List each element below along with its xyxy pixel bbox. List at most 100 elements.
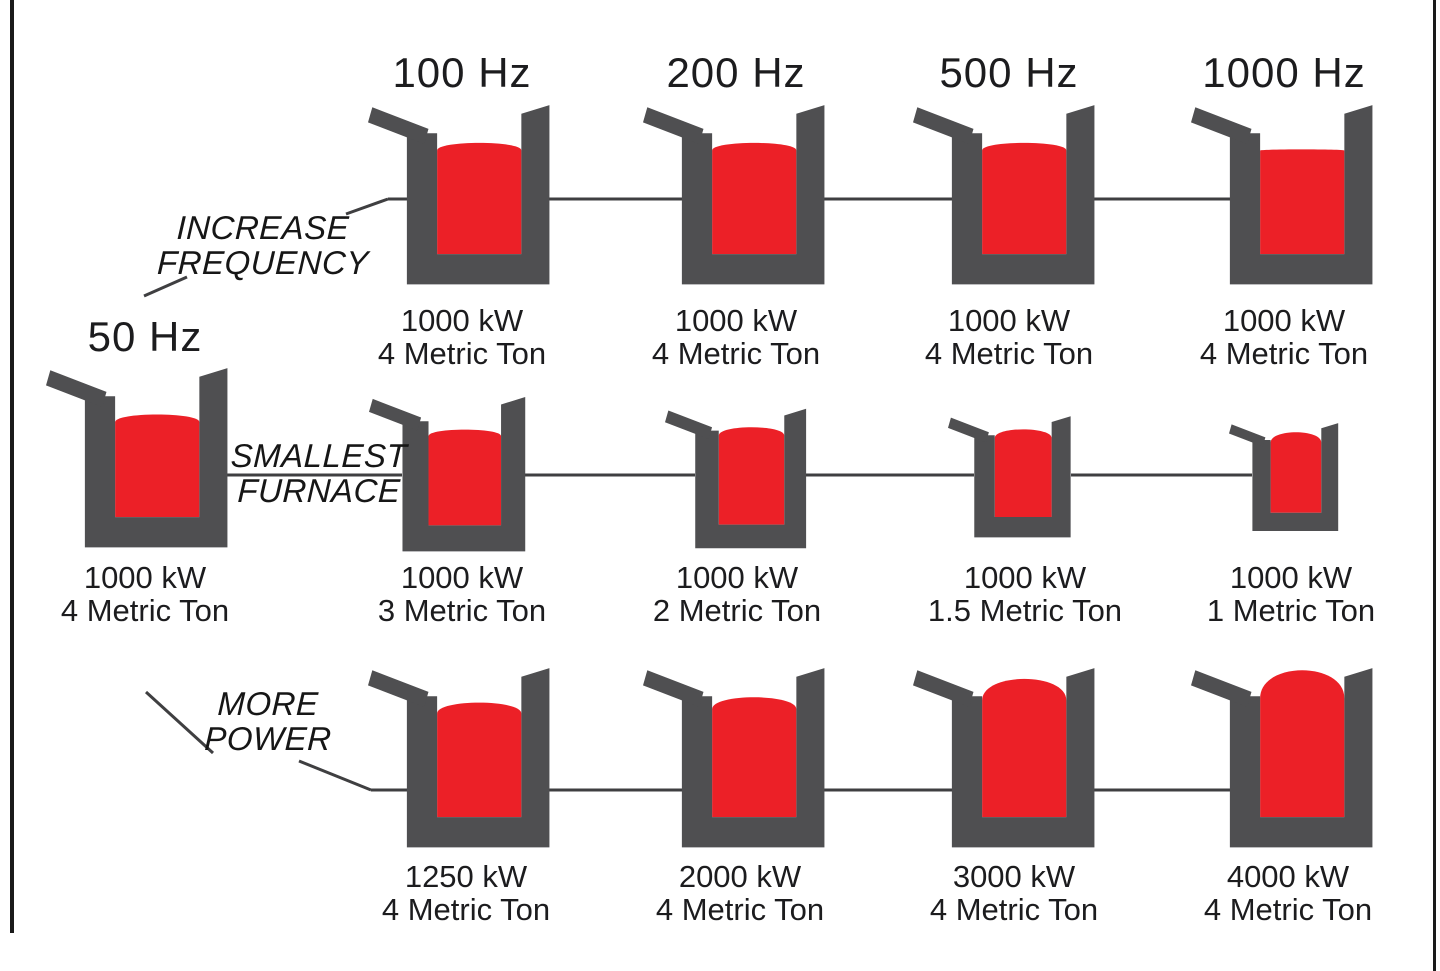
molten-metal-4000kw — [1260, 670, 1345, 818]
power-value-200hz: 1000 kW — [674, 303, 798, 338]
power-value-50hz: 1000 kW — [83, 560, 207, 595]
pour-spout-200hz — [643, 107, 704, 144]
crucible-body-1250kw — [406, 668, 550, 848]
power-value-3mt: 1000 kW — [400, 560, 524, 595]
crucible-body-2mt — [695, 408, 807, 549]
pour-spout-500hz — [913, 107, 974, 144]
molten-metal-1000hz — [1260, 149, 1345, 255]
power-value-100hz: 1000 kW — [400, 303, 524, 338]
annotation-more-power-line2: POWER — [203, 720, 333, 757]
crucible-body-100hz — [406, 105, 550, 285]
annotation-smallest-furnace-line2: FURNACE — [236, 472, 402, 509]
frame-left-border — [10, 0, 14, 933]
furnace-1000hz — [1191, 90, 1377, 287]
furnace-1mt — [1229, 414, 1341, 532]
molten-metal-500hz — [982, 142, 1067, 255]
pour-spout-2mt — [665, 410, 713, 439]
frequency-label-200hz: 200 Hz — [666, 49, 806, 96]
crucible-body-2000kw — [681, 668, 825, 848]
annotation-more-power-line1: MORE — [216, 685, 320, 722]
power-value-1000hz: 1000 kW — [1222, 303, 1346, 338]
molten-metal-1250kw — [437, 702, 522, 818]
frequency-label-100hz: 100 Hz — [392, 49, 532, 96]
molten-metal-3000kw — [982, 678, 1067, 818]
tonnage-value-100hz: 4 Metric Ton — [377, 336, 547, 371]
annotation-more-power: MORE POWER — [168, 685, 368, 757]
molten-metal-3mt — [428, 429, 502, 526]
tonnage-value-500hz: 4 Metric Ton — [924, 336, 1094, 371]
crucible-body-1000hz — [1229, 105, 1373, 285]
molten-metal-2000kw — [712, 697, 797, 818]
crucible-body-500hz — [951, 105, 1095, 285]
pour-spout-4000kw — [1191, 670, 1252, 707]
molten-metal-1-5mt — [994, 429, 1052, 517]
crucible-body-1mt — [1252, 423, 1339, 531]
connector-callouts-3 — [298, 759, 372, 792]
frequency-label-50hz: 50 Hz — [87, 313, 203, 360]
pour-spout-1250kw — [368, 670, 429, 707]
tonnage-value-4000kw: 4 Metric Ton — [1203, 892, 1373, 927]
furnace-1250kw — [368, 653, 554, 850]
frequency-label-1000hz: 1000 Hz — [1202, 49, 1366, 96]
pour-spout-3mt — [369, 398, 422, 431]
pour-spout-50hz — [46, 370, 107, 407]
tonnage-value-3mt: 3 Metric Ton — [377, 593, 547, 628]
furnace-500hz — [913, 90, 1099, 287]
furnace-100hz — [368, 90, 554, 287]
pour-spout-1mt — [1229, 424, 1266, 447]
connector-callouts-0 — [345, 197, 389, 216]
tonnage-value-3000kw: 4 Metric Ton — [929, 892, 1099, 927]
annotation-increase-frequency-line2: FREQUENCY — [156, 244, 370, 281]
molten-metal-2mt — [718, 427, 785, 525]
tonnage-value-1000hz: 4 Metric Ton — [1199, 336, 1369, 371]
annotation-smallest-furnace: SMALLEST FURNACE — [199, 437, 439, 509]
connector-callouts-1 — [143, 275, 188, 298]
tonnage-value-1mt: 1 Metric Ton — [1206, 593, 1376, 628]
furnace-50hz — [46, 353, 232, 550]
tonnage-value-1250kw: 4 Metric Ton — [381, 892, 551, 927]
furnace-3000kw — [913, 653, 1099, 850]
power-value-3000kw: 3000 kW — [952, 859, 1076, 894]
crucible-body-200hz — [681, 105, 825, 285]
pour-spout-100hz — [368, 107, 429, 144]
power-value-1mt: 1000 kW — [1229, 560, 1353, 595]
tonnage-value-2mt: 2 Metric Ton — [652, 593, 822, 628]
connector-callouts-2 — [144, 690, 215, 755]
annotation-increase-frequency: INCREASE FREQUENCY — [132, 209, 394, 281]
furnace-200hz — [643, 90, 829, 287]
annotation-smallest-furnace-line1: SMALLEST — [230, 437, 408, 474]
power-value-4000kw: 4000 kW — [1226, 859, 1350, 894]
power-value-1-5mt: 1000 kW — [963, 560, 1087, 595]
crucible-body-3mt — [402, 397, 526, 552]
pour-spout-1000hz — [1191, 107, 1252, 144]
furnace-4000kw — [1191, 653, 1377, 850]
tonnage-value-200hz: 4 Metric Ton — [651, 336, 821, 371]
crucible-body-1-5mt — [974, 416, 1071, 538]
tonnage-value-50hz: 4 Metric Ton — [60, 593, 230, 628]
molten-metal-100hz — [437, 142, 522, 255]
molten-metal-50hz — [115, 414, 200, 518]
frequency-label-500hz: 500 Hz — [939, 49, 1079, 96]
frame-right-border — [1433, 0, 1436, 971]
power-value-1250kw: 1250 kW — [404, 859, 528, 894]
annotation-increase-frequency-line1: INCREASE — [175, 209, 351, 246]
molten-metal-1mt — [1270, 432, 1322, 513]
power-value-2mt: 1000 kW — [675, 560, 799, 595]
tonnage-value-1-5mt: 1.5 Metric Ton — [927, 593, 1123, 628]
power-value-2000kw: 2000 kW — [678, 859, 802, 894]
pour-spout-1-5mt — [948, 417, 989, 443]
